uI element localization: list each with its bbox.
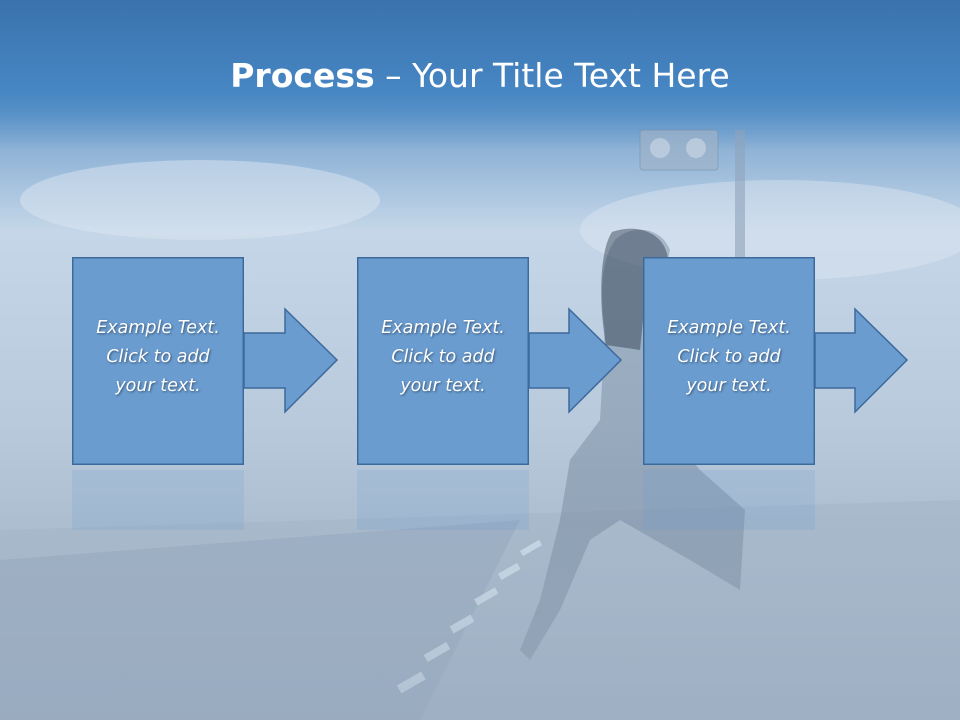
clock-face-shape [686, 138, 706, 158]
floor-fade [0, 480, 960, 720]
process-step-3[interactable]: Example Text. Click to add your text. [643, 257, 815, 465]
pole-shape [735, 130, 745, 260]
title-rest-text: – Your Title Text Here [374, 56, 730, 95]
step-text: Example Text. Click to add your text. [96, 318, 220, 396]
process-arrow-2[interactable] [528, 307, 623, 414]
reflection-shape [643, 470, 815, 530]
reflection-shape [72, 470, 244, 530]
title-bold-text: Process [230, 56, 375, 95]
process-step-2[interactable]: Example Text. Click to add your text. [357, 257, 529, 465]
slide-title[interactable]: Process – Your Title Text Here [0, 54, 960, 98]
step-box-shape [357, 257, 529, 465]
step-box-shape [643, 257, 815, 465]
box-reflections [72, 470, 815, 530]
clock-face-shape [650, 138, 670, 158]
process-step-1[interactable]: Example Text. Click to add your text. [72, 257, 244, 465]
step-text: Example Text. Click to add your text. [381, 318, 505, 396]
reflection-shape [357, 470, 529, 530]
header-bar [0, 0, 960, 128]
step-box-shape [72, 257, 244, 465]
process-arrow-1[interactable] [243, 307, 339, 414]
process-arrow-3[interactable] [814, 307, 909, 414]
cloud-shape [580, 180, 960, 280]
step-text: Example Text. Click to add your text. [667, 318, 791, 396]
cloud-shape [20, 160, 380, 240]
